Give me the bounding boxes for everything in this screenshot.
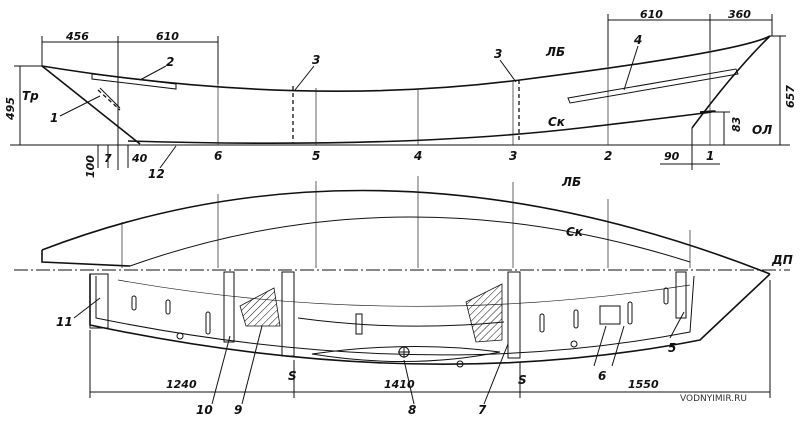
- dim-90: 90: [664, 150, 680, 163]
- side-bow-stem: [691, 35, 771, 129]
- frame-number-6: 6: [214, 149, 222, 163]
- side-transom-inner: [99, 87, 121, 109]
- side-view: 456 610 610 360 495 657 83 100 7 40 90 Л…: [4, 8, 797, 181]
- dim-83: 83: [730, 116, 743, 132]
- dim-1240: 1240: [166, 378, 197, 391]
- label-baseline: ОЛ: [752, 123, 772, 137]
- side-transom: [41, 65, 141, 145]
- plan-frames-top: [121, 176, 691, 268]
- plan-sheer-line: [41, 189, 771, 275]
- transom-frame: [89, 273, 109, 329]
- frame-number-3: 3: [509, 149, 517, 163]
- frame-number-5: 5: [312, 149, 320, 163]
- label-chine-plan: Ск: [566, 225, 584, 239]
- part-10: 10: [196, 403, 213, 417]
- plan-dimension-lines: [89, 280, 771, 398]
- knee-hatch-left: [239, 287, 281, 327]
- side-seat-strip-4: [567, 68, 739, 104]
- label-centerline: ДП: [771, 253, 793, 267]
- part-3a: 3: [312, 53, 320, 67]
- part-3b: 3: [494, 47, 502, 61]
- part-8: 8: [408, 403, 416, 417]
- label-sheer-side: ЛБ: [545, 45, 565, 59]
- dim-1410: 1410: [384, 378, 415, 391]
- side-frames: [217, 50, 711, 145]
- dim-495: 495: [4, 97, 17, 121]
- part-12: 12: [148, 167, 165, 181]
- label-sheer-plan: ЛБ: [561, 175, 581, 189]
- plan-hull-inner: [95, 275, 695, 356]
- part-5: 5: [668, 341, 676, 355]
- center-clamp: [355, 313, 363, 335]
- part-4: 4: [633, 33, 642, 47]
- dim-7: 7: [104, 152, 112, 165]
- plan-transom-top: [41, 250, 131, 267]
- dim-610-left: 610: [156, 30, 179, 43]
- part-9: 9: [234, 403, 242, 417]
- plan-hull-outer: [89, 273, 771, 365]
- plan-view: ЛБ Ск ДП: [14, 175, 793, 417]
- part-6: 6: [598, 369, 606, 383]
- side-dimension-lines: [14, 14, 786, 170]
- part-1: 1: [50, 111, 58, 125]
- dim-657: 657: [784, 85, 797, 108]
- watermark: VODNYIMIR.RU: [680, 394, 747, 404]
- plan-chine-line: [129, 216, 691, 267]
- dim-360: 360: [728, 8, 751, 21]
- station-mark-2: S: [518, 373, 527, 387]
- side-bottom-line: [127, 110, 716, 145]
- dim-40: 40: [131, 152, 148, 165]
- side-sheer-line: [41, 35, 771, 92]
- part-2: 2: [166, 55, 174, 69]
- dim-1550: 1550: [628, 378, 659, 391]
- dim-456: 456: [65, 30, 89, 43]
- knee-hatch-right: [465, 283, 503, 343]
- frame-number-4: 4: [413, 149, 422, 163]
- dim-100: 100: [84, 155, 97, 178]
- part-11: 11: [56, 315, 73, 329]
- centerboard-case: [311, 345, 501, 362]
- side-transom-knee: [97, 89, 121, 111]
- plan-side-panels: [131, 287, 669, 335]
- label-chine-side: Ск: [548, 115, 566, 129]
- frame-number-1: 1: [706, 149, 714, 163]
- part-7: 7: [478, 403, 487, 417]
- label-transom: Тр: [22, 89, 39, 103]
- plan-stringer: [297, 317, 505, 327]
- dim-610-right: 610: [640, 8, 663, 21]
- frame-number-2: 2: [604, 149, 612, 163]
- side-seat-strip-2: [91, 73, 177, 90]
- plan-chine-lower: [117, 279, 691, 307]
- plan-frames-lower: [223, 271, 687, 359]
- station-mark-1: S: [288, 369, 297, 383]
